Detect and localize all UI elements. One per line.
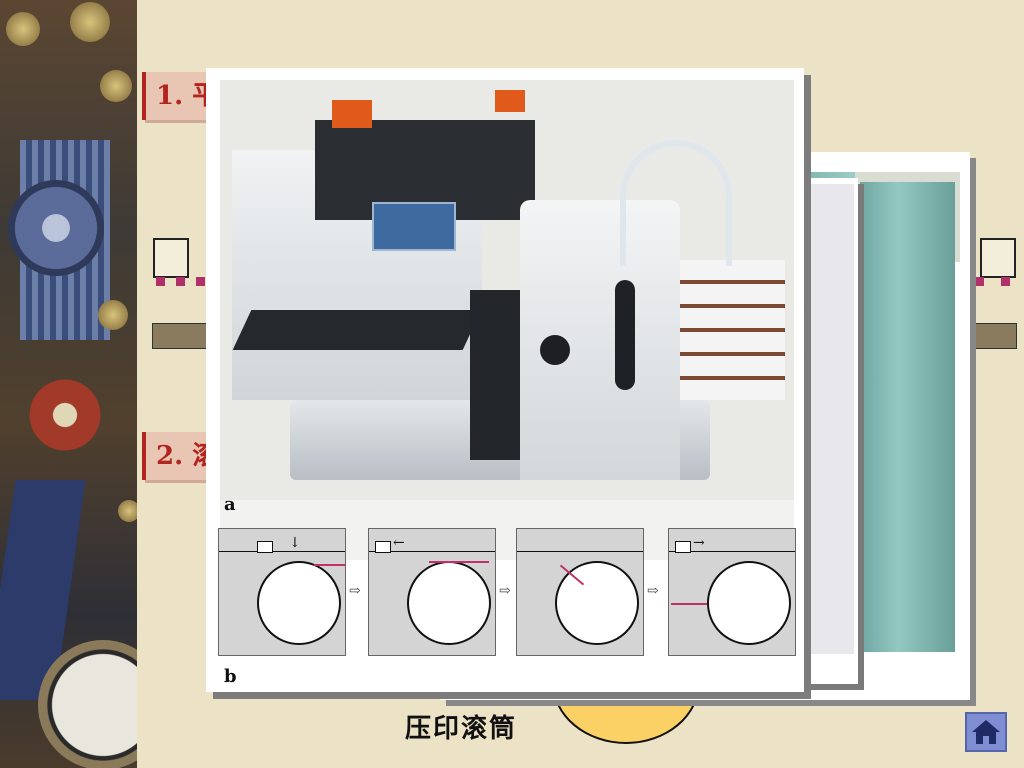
compass-icon	[38, 640, 137, 768]
paper-line	[314, 564, 345, 566]
sheet-icon	[257, 541, 273, 553]
machine-cabinet	[860, 182, 955, 652]
paper-line	[429, 561, 489, 563]
figure-label-a: a	[224, 494, 236, 515]
button-decoration	[100, 70, 132, 102]
diagram-box-right	[980, 238, 1016, 278]
cylinder-icon	[707, 561, 791, 645]
process-step-4: →	[668, 528, 796, 656]
photo-frame-front: a ↓ ⇨ ← ⇨ ⇨ →	[206, 68, 804, 692]
screen-printing-machine-photo	[220, 80, 794, 560]
process-step-3	[516, 528, 644, 656]
machine-output-shelf	[680, 260, 785, 400]
machine-knob	[540, 335, 570, 365]
machine-control-panel	[372, 202, 456, 251]
diagram-dot	[196, 277, 205, 286]
photo-strip	[802, 184, 854, 654]
diagram-dot	[176, 277, 185, 286]
button-decoration	[6, 12, 40, 46]
machine-orange-part	[332, 100, 372, 128]
machine-feed-tray	[232, 310, 482, 350]
diagram-bar-right	[968, 323, 1017, 349]
diagram-line	[669, 551, 795, 552]
flow-arrow-icon: ⇨	[499, 583, 511, 599]
diagram-bar-left	[152, 323, 212, 349]
process-diagram: ↓ ⇨ ← ⇨ ⇨ →	[218, 528, 798, 656]
arrow-icon: ←	[393, 535, 405, 551]
diagram-box-left	[153, 238, 189, 278]
machine-slot	[615, 280, 635, 390]
rosette-decoration	[8, 180, 104, 276]
paper-line	[671, 603, 707, 605]
button-decoration	[70, 2, 110, 42]
medal-cross-decoration	[10, 360, 120, 470]
diagram-line	[369, 551, 495, 552]
flow-arrow-icon: ⇨	[349, 583, 361, 599]
process-step-2: ←	[368, 528, 496, 656]
sheet-icon	[375, 541, 391, 553]
diagram-line	[219, 551, 345, 552]
diagram-dot	[156, 277, 165, 286]
arrow-icon: ↓	[289, 535, 301, 551]
figure-label-b: b	[224, 666, 237, 687]
caption-impression-cylinder: 压印滚筒	[405, 714, 518, 744]
machine-pipes	[620, 140, 732, 266]
decorative-collage	[0, 0, 137, 768]
button-decoration	[118, 500, 137, 522]
diagram-dot	[1001, 277, 1010, 286]
button-decoration	[98, 300, 128, 330]
cylinder-icon	[257, 561, 341, 645]
diagram-dot	[975, 277, 984, 286]
process-step-1: ↓	[218, 528, 346, 656]
machine-orange-part	[495, 90, 525, 112]
home-button[interactable]	[965, 712, 1007, 752]
home-icon	[972, 720, 1000, 744]
arrow-icon: →	[693, 535, 705, 551]
sheet-icon	[675, 541, 691, 553]
diagram-line	[517, 551, 643, 552]
cylinder-icon	[407, 561, 491, 645]
cylinder-icon	[555, 561, 639, 645]
flow-arrow-icon: ⇨	[647, 583, 659, 599]
